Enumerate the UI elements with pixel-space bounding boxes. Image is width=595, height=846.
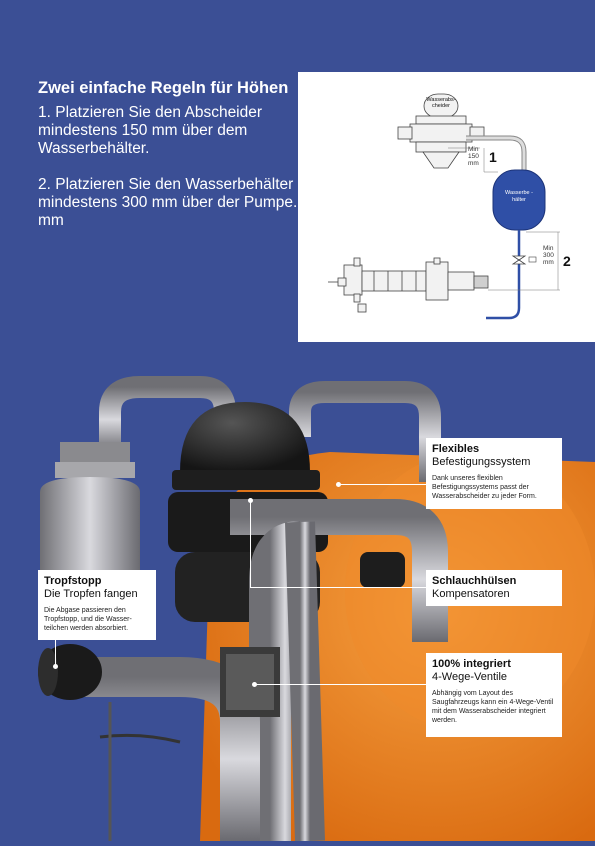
callout-flexibel-subtitle: Befestigungssystem [432,456,531,468]
leader-flexibel [340,484,426,485]
tank-label: Wasserbe -hälter [505,190,533,203]
callout-schlauch-subtitle: Kompensatoren [432,588,510,600]
rule-2: 2. Platzieren Sie den Wasserbehälter min… [38,176,298,229]
pump-drawing [328,257,489,313]
rules-section: Zwei einfache Regeln für Höhen 1. Platzi… [38,78,298,248]
callout-integriert-subtitle: 4-Wege-Ventile [432,671,508,683]
separator-label: Wasserabs-cheider [426,97,455,109]
callout-flexibel-desc: Dank unseres flexiblen Befestigungssyste… [432,475,537,500]
product-illustration [38,376,595,842]
callout-flexibel-title: Flexibles [432,443,480,455]
rule-1: 1. Platzieren Sie den Abscheider mindest… [38,104,263,157]
leader-tropfstopp [55,640,56,667]
dim2-number: 2 [563,253,571,269]
leader-dot-schlauch [247,498,253,503]
product-photo [0,342,595,842]
callout-tropfstopp-desc: Die Abgase passieren den Tropfstopp, und… [44,607,132,632]
callout-tropfstopp-subtitle: Die Tropfen fangen [44,588,138,600]
separator-drawing [397,93,485,169]
callout-integriert-title: 100% integriert [432,658,511,670]
callout-tropfstopp: Tropfstopp Die Tropfen fangen Die Abgase… [38,570,156,640]
leader-integriert [255,684,426,685]
leader-schlauch-h [250,587,426,588]
dim1-number: 1 [489,149,497,165]
hose-sleeve [360,552,405,588]
leader-dot-integriert [252,682,257,687]
callout-schlauch-title: Schlauchhülsen [432,575,517,587]
callout-schlauch: Schlauchhülsen Kompensatoren [426,570,562,606]
leader-schlauch-v [250,500,251,588]
callout-integriert: 100% integriert 4-Wege-Ventile Abhängig … [426,653,562,737]
leader-dot-tropfstopp [52,664,58,669]
callout-flexibel: Flexibles Befestigungssystem Dank unsere… [426,438,562,509]
rules-title: Zwei einfache Regeln für Höhen [38,79,289,97]
leader-dot-flexibel [336,482,341,487]
callout-integriert-desc: Abhängig vom Layout des Saugfahrzeugs ka… [432,690,554,724]
callout-tropfstopp-title: Tropfstopp [44,575,102,587]
